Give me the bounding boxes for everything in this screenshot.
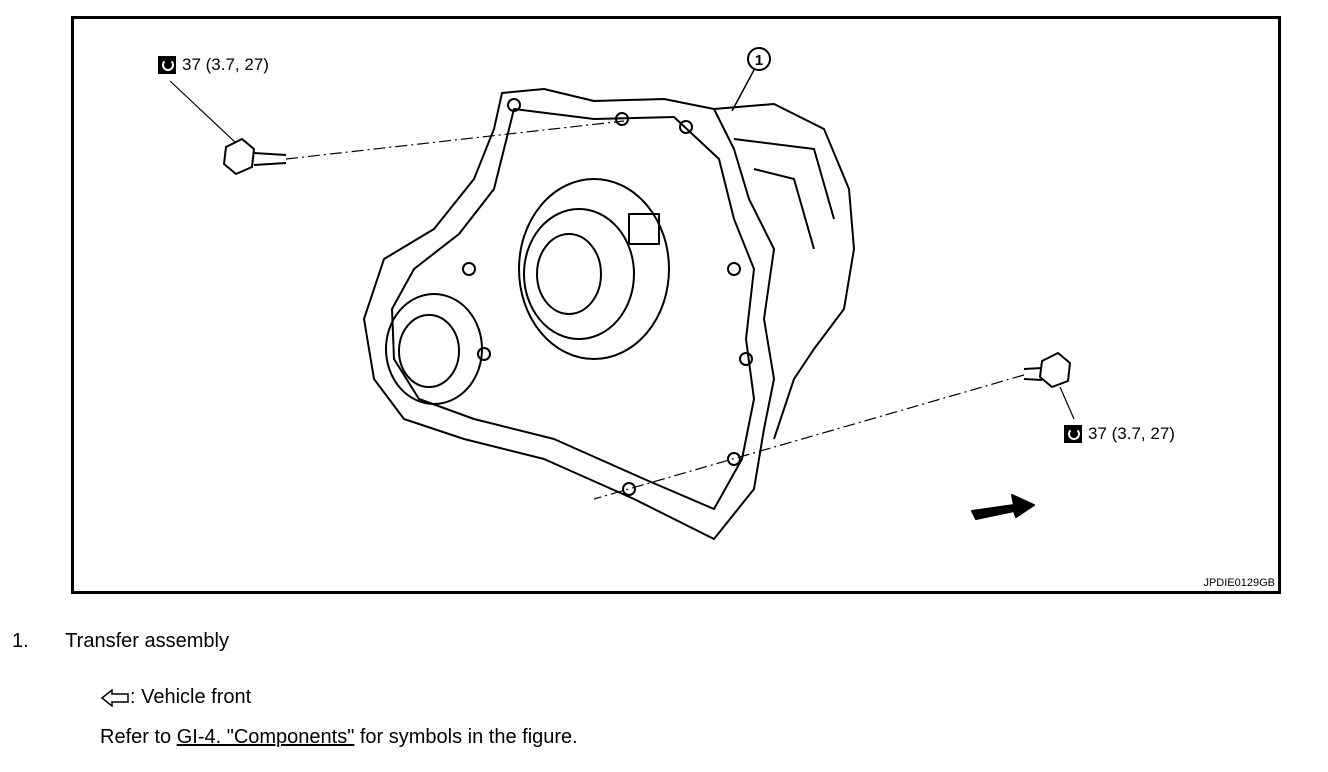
callout-number-1: 1	[755, 52, 763, 69]
housing-rib-2	[753, 168, 815, 250]
bolt-hole	[679, 120, 693, 134]
output-shaft-middle	[523, 208, 635, 340]
bolt-shank-right	[1023, 367, 1043, 381]
front-seal-inner	[398, 314, 460, 388]
leader-line-right-bolt	[593, 374, 1025, 500]
bolt-hole	[507, 98, 521, 112]
components-reference-link[interactable]: GI-4. "Components"	[176, 726, 355, 748]
torque-leader-right	[1059, 386, 1075, 420]
bolt-head-right	[1039, 352, 1071, 388]
output-shaft-tab	[628, 213, 660, 245]
output-shaft-outer	[518, 178, 670, 360]
refer-suffix: for symbols in the figure.	[354, 726, 578, 748]
bolt-head-left	[223, 138, 255, 175]
figure-frame: 1 37 (3.7, 27) 37 (3.7, 27) JPDIE0129GB	[71, 16, 1281, 594]
refer-note: Refer to GI-4. "Components" for symbols …	[100, 726, 578, 749]
bolt-hole	[727, 452, 741, 466]
torque-value-right: 37 (3.7, 27)	[1088, 424, 1175, 443]
figure-code: JPDIE0129GB	[1203, 577, 1275, 589]
torque-spec-top: 37 (3.7, 27)	[158, 55, 269, 75]
vehicle-front-note: : Vehicle front	[100, 686, 251, 709]
legend-item-number: 1.	[12, 630, 29, 652]
vehicle-front-label: : Vehicle front	[130, 686, 252, 708]
transfer-assembly-illustration: 1	[169, 47, 1075, 540]
legend-item: 1. Transfer assembly	[12, 630, 229, 653]
bolt-hole	[615, 112, 629, 126]
bolt-hole	[727, 262, 741, 276]
housing-rear-body	[713, 103, 855, 440]
callout-leader-1	[731, 69, 755, 112]
bolt-hole	[739, 352, 753, 366]
bolt-hole	[477, 347, 491, 361]
leader-line-top-bolt	[285, 120, 625, 160]
torque-wrench-icon	[158, 56, 176, 74]
bolt-hole	[462, 262, 476, 276]
refer-prefix: Refer to	[100, 726, 177, 748]
housing-rib-1	[733, 138, 835, 220]
output-shaft-spline	[536, 233, 602, 315]
housing-flange-outline	[363, 88, 775, 540]
vehicle-front-arrow-icon	[100, 688, 129, 707]
bolt-hole	[622, 482, 636, 496]
housing-inner-flange	[391, 108, 755, 510]
bolt-shank-left	[253, 152, 287, 166]
vehicle-front-arrow-icon	[971, 494, 1035, 520]
torque-leader-top	[169, 80, 237, 144]
torque-value-top: 37 (3.7, 27)	[182, 55, 269, 74]
torque-spec-right: 37 (3.7, 27)	[1064, 424, 1175, 444]
legend-item-label: Transfer assembly	[65, 630, 229, 652]
callout-circle-1	[747, 47, 771, 71]
torque-wrench-icon	[1064, 425, 1082, 443]
